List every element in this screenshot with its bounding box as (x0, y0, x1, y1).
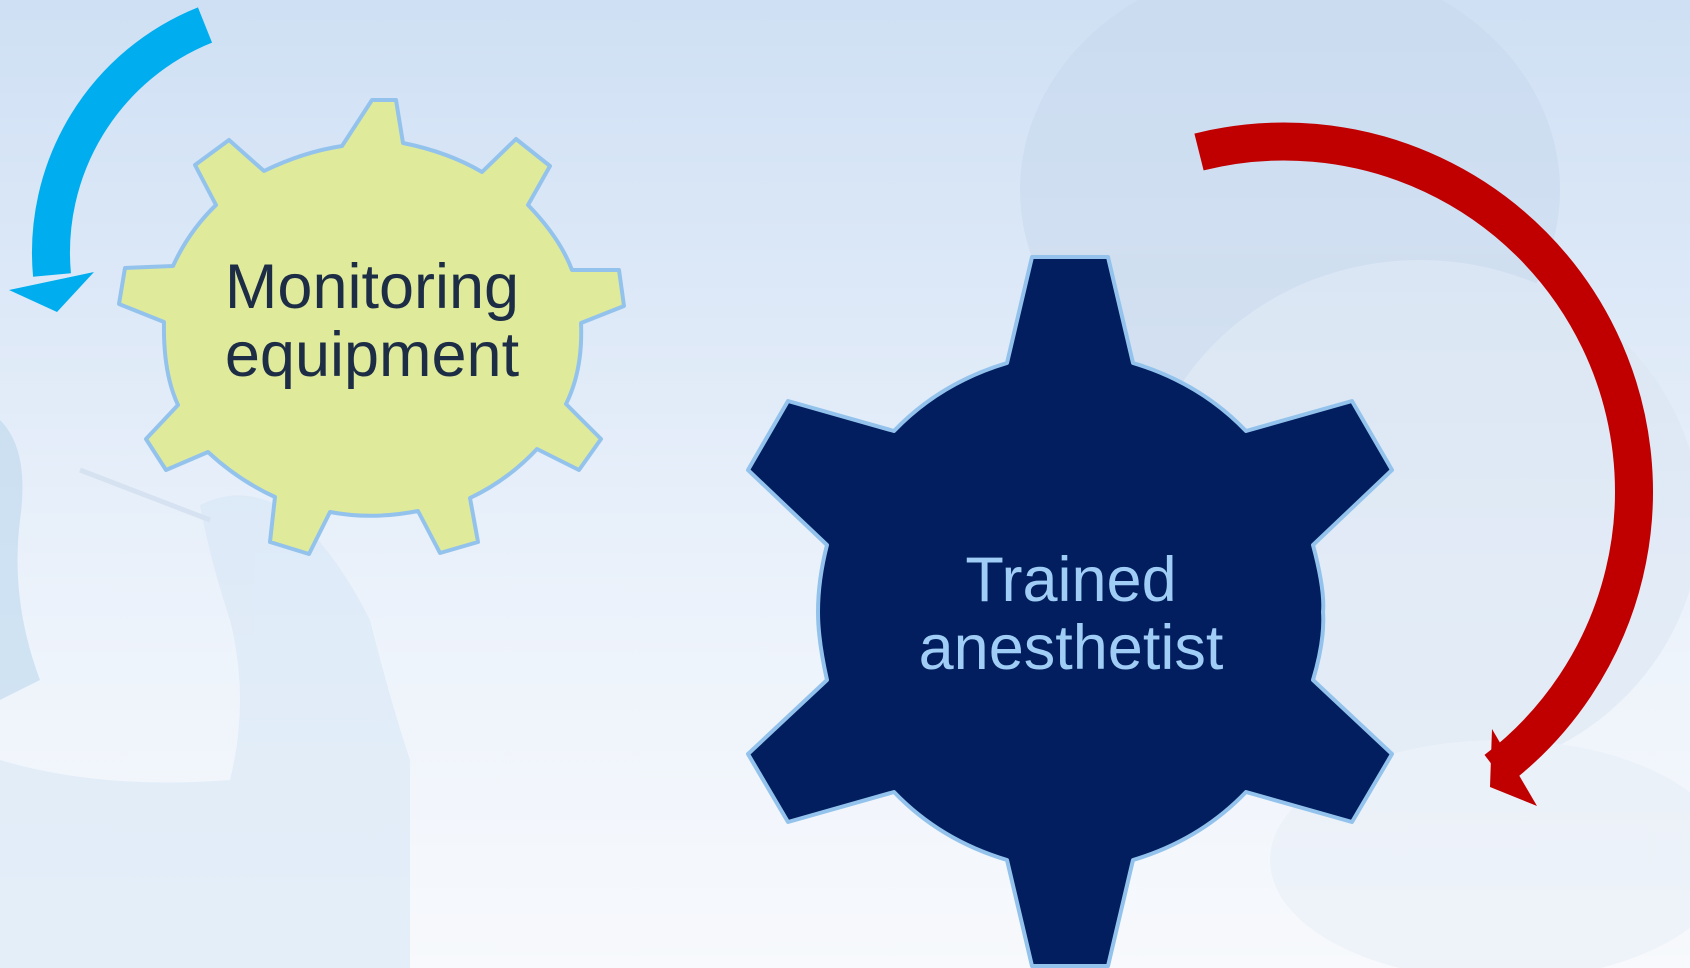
monitoring-equipment-gear (117, 98, 626, 556)
monitoring-label-line-1: Monitoring (224, 252, 520, 322)
monitoring-equipment-label: Monitoring equipment (172, 253, 572, 389)
monitoring-label-line-2: equipment (224, 320, 520, 391)
red-curved-arrow (1194, 122, 1653, 806)
blue-curved-arrow (9, 7, 213, 312)
trained-anesthetist-gear (746, 255, 1394, 968)
anesthetist-label-line-2: anesthetist (918, 613, 1224, 684)
anesthetist-label-line-1: Trained (965, 545, 1177, 615)
trained-anesthetist-label: Trained anesthetist (871, 546, 1271, 682)
